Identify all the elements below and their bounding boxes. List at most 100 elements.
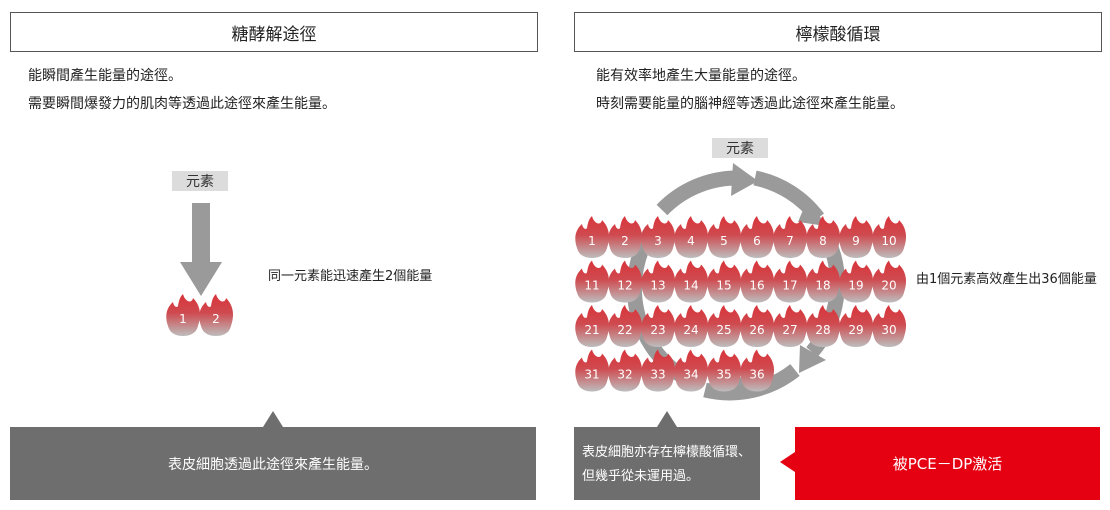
left-flame-number-2: 2 xyxy=(212,312,220,326)
right-flame-shape-21 xyxy=(575,305,610,347)
right-flame-26: 26 xyxy=(740,305,775,347)
right-flame-shape-27 xyxy=(773,305,808,347)
right-flame-17: 17 xyxy=(773,260,808,303)
right-flame-number-28: 28 xyxy=(815,323,830,337)
right-flame-14: 14 xyxy=(674,260,709,303)
right-flame-32: 32 xyxy=(608,349,643,392)
right-panel-pointer xyxy=(657,411,677,427)
right-flame-9: 9 xyxy=(839,216,874,258)
right-flame-20: 20 xyxy=(872,260,907,303)
right-flame-shape-30 xyxy=(872,305,907,347)
right-flame-number-24: 24 xyxy=(683,323,698,337)
right-flame-shape-18 xyxy=(806,260,841,303)
right-flame-6: 6 xyxy=(740,216,775,258)
right-desc-line-2: 時刻需要能量的腦神經等透過此途徑來產生能量。 xyxy=(596,96,904,112)
left-flame-2: 2 xyxy=(199,294,234,336)
right-flame-shape-3 xyxy=(641,216,676,258)
cycle-arrowhead-right-top xyxy=(798,198,826,226)
right-flame-number-22: 22 xyxy=(617,323,632,337)
left-desc-line-1: 能瞬間產生能量的途徑。 xyxy=(28,68,182,84)
right-flame-34: 34 xyxy=(674,349,709,392)
right-flame-number-2: 2 xyxy=(621,234,629,248)
right-flame-number-8: 8 xyxy=(819,234,827,248)
left-title-box: 糖酵解途徑 xyxy=(10,12,538,52)
right-flame-15: 15 xyxy=(707,260,742,303)
right-flame-shape-24 xyxy=(674,305,709,347)
left-panel-text: 表皮細胞透過此途徑來產生能量。 xyxy=(168,456,378,473)
right-flame-shape-15 xyxy=(707,260,742,303)
right-flame-2: 2 xyxy=(608,216,643,258)
right-flame-31: 31 xyxy=(575,349,610,392)
right-flame-number-23: 23 xyxy=(650,323,665,337)
right-info-panel: 表皮細胞亦存在檸檬酸循環、 但幾乎從未運用過。 xyxy=(574,427,760,500)
cycle-arrowhead-right xyxy=(799,345,826,373)
right-flame-shape-2 xyxy=(608,216,643,258)
right-flame-number-4: 4 xyxy=(687,234,695,248)
right-flame-28: 28 xyxy=(806,305,841,347)
right-flame-shape-20 xyxy=(872,260,907,303)
right-flame-27: 27 xyxy=(773,305,808,347)
right-flame-4: 4 xyxy=(674,216,709,258)
right-flame-shape-35 xyxy=(707,349,742,392)
right-flame-shape-25 xyxy=(707,305,742,347)
right-flame-number-29: 29 xyxy=(848,323,863,337)
right-flame-19: 19 xyxy=(839,260,874,303)
right-flame-11: 11 xyxy=(575,260,610,303)
right-flame-number-36: 36 xyxy=(749,368,764,382)
right-flame-shape-11 xyxy=(575,260,610,303)
right-flame-number-34: 34 xyxy=(683,368,698,382)
right-title-box: 檸檬酸循環 xyxy=(574,12,1102,52)
right-flame-shape-23 xyxy=(641,305,676,347)
right-flame-number-1: 1 xyxy=(588,234,596,248)
left-info-panel: 表皮細胞透過此途徑來產生能量。 xyxy=(10,427,536,500)
red-panel-pointer xyxy=(780,452,795,472)
right-flame-number-6: 6 xyxy=(753,234,761,248)
pce-dp-panel: 被PCE－DP激活 xyxy=(795,427,1100,500)
right-flame-23: 23 xyxy=(641,305,676,347)
right-flame-shape-36 xyxy=(740,349,775,392)
right-panel-line-2: 但幾乎從未運用過。 xyxy=(582,469,700,484)
right-flame-shape-9 xyxy=(839,216,874,258)
right-flame-21: 21 xyxy=(575,305,610,347)
right-flame-shape-4 xyxy=(674,216,709,258)
right-flame-5: 5 xyxy=(707,216,742,258)
right-note: 由1個元素高效產生出36個能量 xyxy=(916,272,1097,287)
right-flame-16: 16 xyxy=(740,260,775,303)
right-flame-7: 7 xyxy=(773,216,808,258)
right-flame-8: 8 xyxy=(806,216,841,258)
left-title: 糖酵解途徑 xyxy=(231,24,317,45)
right-element-label: 元素 xyxy=(726,141,754,157)
left-element-tag: 元素 xyxy=(172,171,228,191)
right-flame-35: 35 xyxy=(707,349,742,392)
right-flame-number-5: 5 xyxy=(720,234,728,248)
right-flame-shape-19 xyxy=(839,260,874,303)
right-flame-shape-28 xyxy=(806,305,841,347)
left-flame-shape-1 xyxy=(166,294,201,336)
right-flame-shape-17 xyxy=(773,260,808,303)
right-flame-number-11: 11 xyxy=(584,279,599,293)
right-flame-number-27: 27 xyxy=(782,323,797,337)
right-flame-29: 29 xyxy=(839,305,874,347)
right-flame-shape-1 xyxy=(575,216,610,258)
right-flame-number-20: 20 xyxy=(881,279,896,293)
right-flame-1: 1 xyxy=(575,216,610,258)
right-flame-shape-5 xyxy=(707,216,742,258)
right-flame-number-18: 18 xyxy=(815,279,830,293)
right-flame-shape-33 xyxy=(641,349,676,392)
right-flame-shape-7 xyxy=(773,216,808,258)
right-flame-number-17: 17 xyxy=(782,279,797,293)
right-flame-number-15: 15 xyxy=(716,279,731,293)
right-flame-shape-29 xyxy=(839,305,874,347)
left-down-arrow xyxy=(180,203,222,296)
right-flame-shape-31 xyxy=(575,349,610,392)
right-flame-number-25: 25 xyxy=(716,323,731,337)
right-flame-25: 25 xyxy=(707,305,742,347)
cycle-arc-top xyxy=(656,170,736,216)
right-flame-24: 24 xyxy=(674,305,709,347)
right-element-tag: 元素 xyxy=(712,138,768,158)
right-flame-shape-12 xyxy=(608,260,643,303)
right-flame-shape-22 xyxy=(608,305,643,347)
